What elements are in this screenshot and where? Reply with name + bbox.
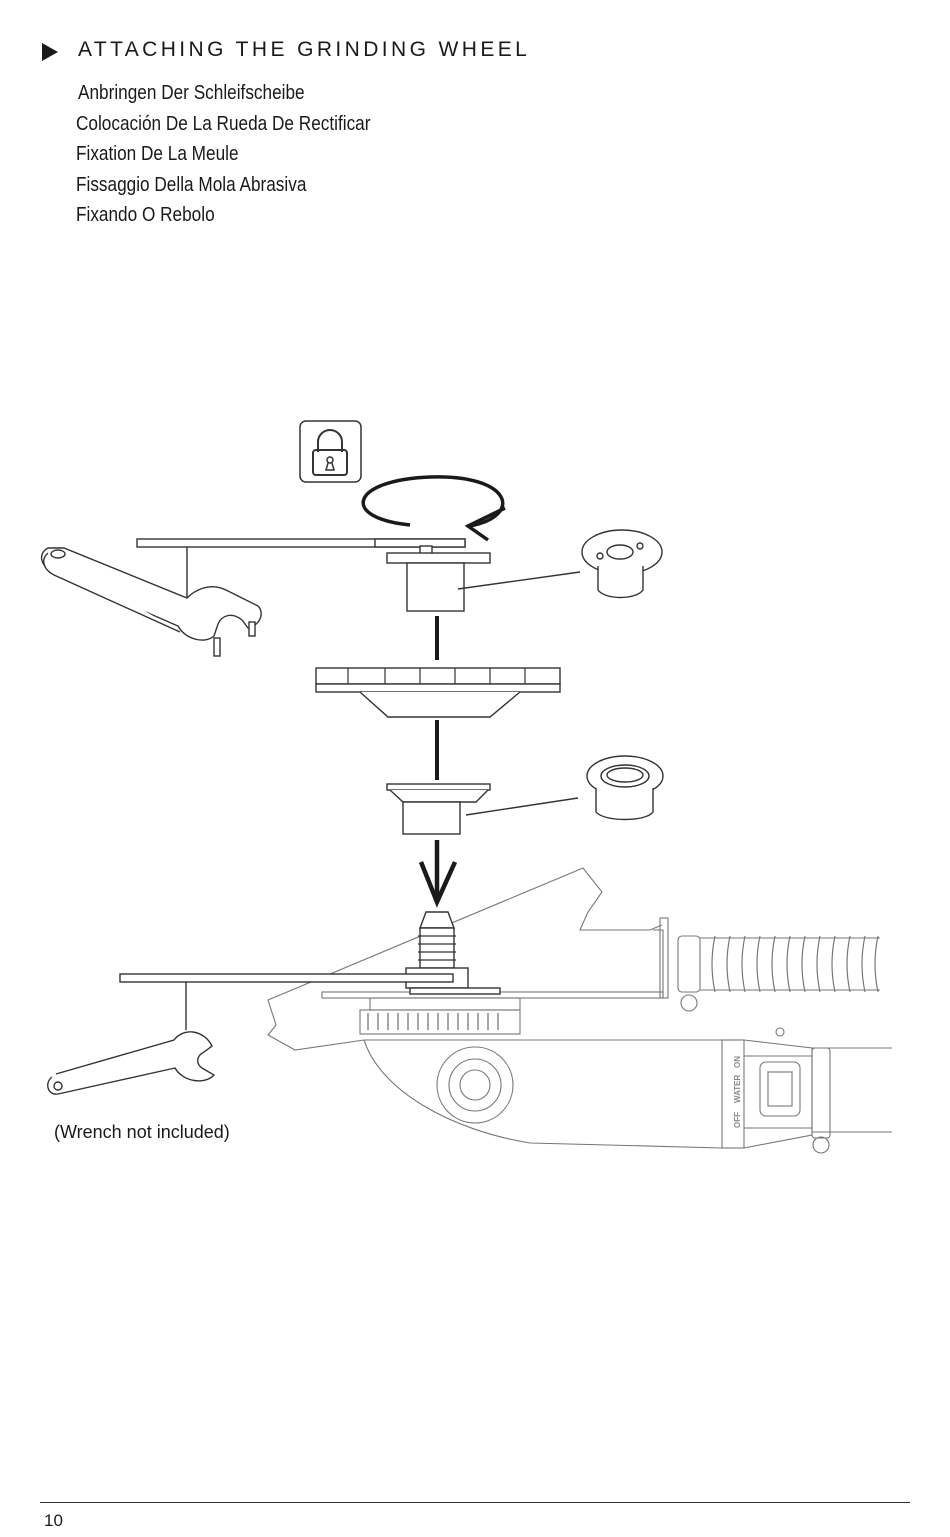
down-arrow-icon xyxy=(418,840,458,908)
spanner-wrench-icon xyxy=(41,538,466,657)
grinder-body xyxy=(267,867,892,1154)
subtitle-fr: Fixation De La Meule xyxy=(76,143,239,166)
rotation-arrow-icon xyxy=(361,475,506,542)
subtitle-es: Colocación De La Rueda De Rectificar xyxy=(76,112,371,135)
subtitle-de: Anbringen Der Schleifscheibe xyxy=(78,82,305,104)
figure-caption: (Wrench not included) xyxy=(54,1122,230,1142)
assembly-diagram: OFF WATER ON xyxy=(41,420,892,1154)
translated-subtitles: Anbringen Der Schleifscheibe Colocación … xyxy=(76,78,418,231)
subtitle-pt: Fixando O Rebolo xyxy=(76,204,215,227)
page-number: 10 xyxy=(44,1511,63,1530)
lock-icon xyxy=(299,420,362,483)
grinding-wheel-part xyxy=(315,667,561,718)
open-end-wrench-icon xyxy=(47,973,454,1095)
section-title: ATTACHING THE GRINDING WHEEL xyxy=(78,38,531,61)
footer-rule xyxy=(40,1502,910,1503)
switch-label-off: OFF xyxy=(733,1112,742,1128)
inner-flange-part xyxy=(386,755,664,835)
switch-label-on: ON xyxy=(733,1056,742,1068)
water-switch-labels: OFF WATER ON xyxy=(733,1056,742,1128)
switch-label-water: WATER xyxy=(733,1074,742,1103)
subtitle-it: Fissaggio Della Mola Abrasiva xyxy=(76,173,307,196)
triangle-bullet-icon xyxy=(42,43,58,61)
outer-flange-part xyxy=(374,529,663,612)
